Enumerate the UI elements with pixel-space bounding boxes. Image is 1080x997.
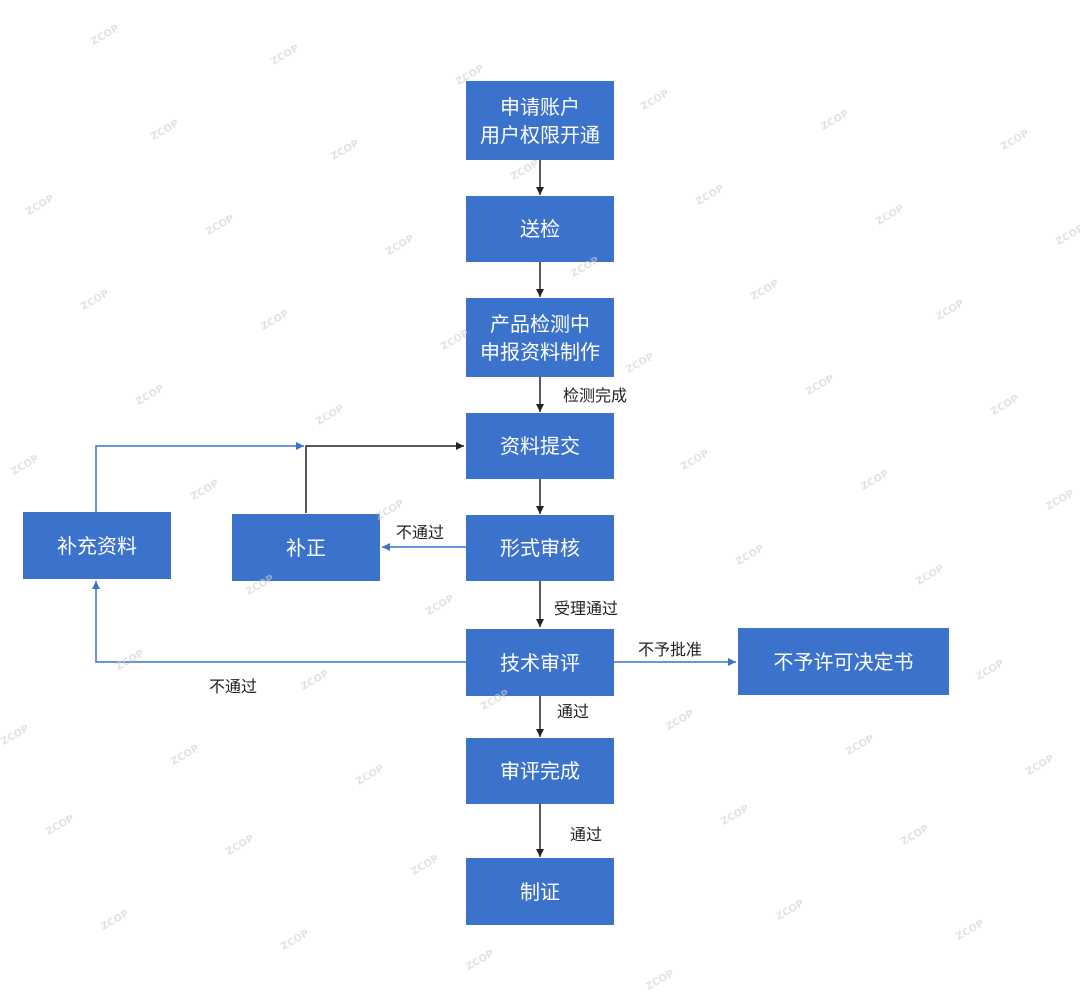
product-testing-line2: 申报资料制作 <box>480 339 600 364</box>
not-permitted-decision-node: 不予许可决定书 <box>738 628 949 695</box>
edge-label-not-passed-formal: 不通过 <box>396 523 445 542</box>
certification-label: 制证 <box>520 879 560 904</box>
certification-node: 制证 <box>466 858 614 925</box>
arrow-supplement-to-submit <box>95 442 304 512</box>
apply-account-line2: 用户权限开通 <box>480 122 600 147</box>
edge-label-accepted: 受理通过 <box>554 599 619 618</box>
send-inspection-node: 送检 <box>466 196 614 262</box>
arrow-correction-to-submit <box>305 442 464 513</box>
correction-node: 补正 <box>232 514 380 581</box>
edge-label-test-complete: 检测完成 <box>563 386 628 405</box>
supplement-materials-label: 补充资料 <box>57 533 137 558</box>
supplement-materials-node: 补充资料 <box>23 512 171 579</box>
product-testing-node: 产品检测中 申报资料制作 <box>466 298 614 377</box>
edge-label-passed-review: 通过 <box>557 702 590 721</box>
send-inspection-label: 送检 <box>520 217 560 241</box>
not-permitted-decision-label: 不予许可决定书 <box>773 649 914 674</box>
formal-review-label: 形式审核 <box>500 536 580 560</box>
technical-review-node: 技术审评 <box>466 629 614 696</box>
product-testing-line1: 产品检测中 <box>490 311 590 336</box>
edge-label-not-approved: 不予批准 <box>638 640 703 659</box>
apply-account-node: 申请账户 用户权限开通 <box>466 81 614 160</box>
correction-label: 补正 <box>286 535 326 560</box>
review-complete-label: 审评完成 <box>500 759 580 783</box>
formal-review-node: 形式审核 <box>466 515 614 581</box>
arrow-technical-to-supplement <box>92 581 466 663</box>
technical-review-label: 技术审评 <box>500 650 580 675</box>
edge-label-passed-cert: 通过 <box>570 825 603 844</box>
submit-materials-label: 资料提交 <box>500 434 580 458</box>
apply-account-line1: 申请账户 <box>500 94 580 119</box>
review-complete-node: 审评完成 <box>466 738 614 804</box>
submit-materials-node: 资料提交 <box>466 413 614 479</box>
edge-label-not-passed-technical: 不通过 <box>209 677 258 696</box>
